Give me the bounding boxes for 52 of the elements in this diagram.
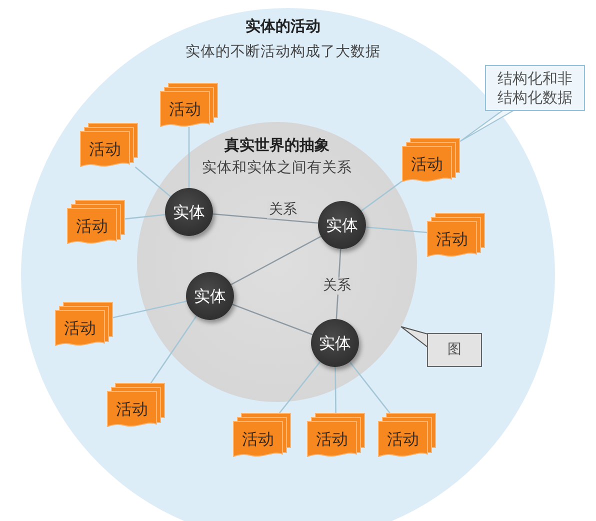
activity-card-stack: [80, 123, 138, 167]
callout-box: [427, 333, 482, 367]
section-heading: 真实世界的抽象: [224, 136, 330, 154]
entity-label: 实体: [173, 202, 205, 222]
activity-label: 活动: [387, 429, 419, 449]
entity-label: 实体: [319, 333, 351, 353]
connector-line: [361, 180, 402, 212]
connector-line: [150, 316, 198, 384]
callout-pointer: [459, 110, 514, 142]
section-subheading: 实体和实体之间有关系: [202, 160, 352, 178]
connector-line: [212, 213, 318, 224]
activity-label: 活动: [169, 99, 201, 119]
activity-card-stack: [233, 413, 291, 457]
activity-label: 活动: [316, 429, 348, 449]
connector-line: [366, 226, 428, 234]
connector-line: [134, 166, 172, 198]
connector-line: [112, 300, 187, 318]
activity-card-stack: [307, 413, 365, 457]
entity-circle: [165, 188, 213, 236]
edge-label: 关系: [321, 278, 353, 294]
entity-circle: [186, 272, 234, 320]
entity-circle: [311, 319, 359, 367]
activity-card-stack: [55, 302, 113, 346]
circle-heading: 实体的活动: [246, 17, 320, 35]
edge-label: 关系: [267, 202, 299, 218]
entity-label: 实体: [194, 286, 226, 306]
connector-line: [230, 236, 322, 286]
activity-card-stack: [160, 83, 218, 127]
callout-pointer: [400, 326, 428, 348]
circle-subheading: 实体的不断活动构成了大数据: [186, 44, 380, 62]
activity-label: 活动: [116, 399, 148, 419]
entity-label: 实体: [326, 215, 358, 235]
activity-card-stack: [378, 413, 436, 457]
activity-label: 活动: [89, 139, 121, 159]
connector-line: [232, 304, 313, 336]
callout-text: 结构化和非结构化数据: [496, 69, 574, 107]
connector-line: [124, 214, 166, 220]
connector-line: [279, 361, 321, 414]
activity-label: 活动: [64, 318, 96, 338]
callout-text: 图: [448, 341, 462, 359]
activity-card-stack: [427, 213, 485, 257]
connector-line: [349, 362, 390, 414]
activity-label: 活动: [76, 216, 108, 236]
entity-circle: [318, 201, 366, 249]
activity-label: 活动: [436, 229, 468, 249]
activity-label: 活动: [242, 429, 274, 449]
activity-card-stack: [107, 383, 165, 427]
connector-line: [188, 127, 190, 188]
activity-card-stack: [67, 200, 125, 244]
activity-card-stack: [402, 138, 460, 182]
activity-label: 活动: [411, 154, 443, 174]
connector-line: [334, 367, 336, 413]
